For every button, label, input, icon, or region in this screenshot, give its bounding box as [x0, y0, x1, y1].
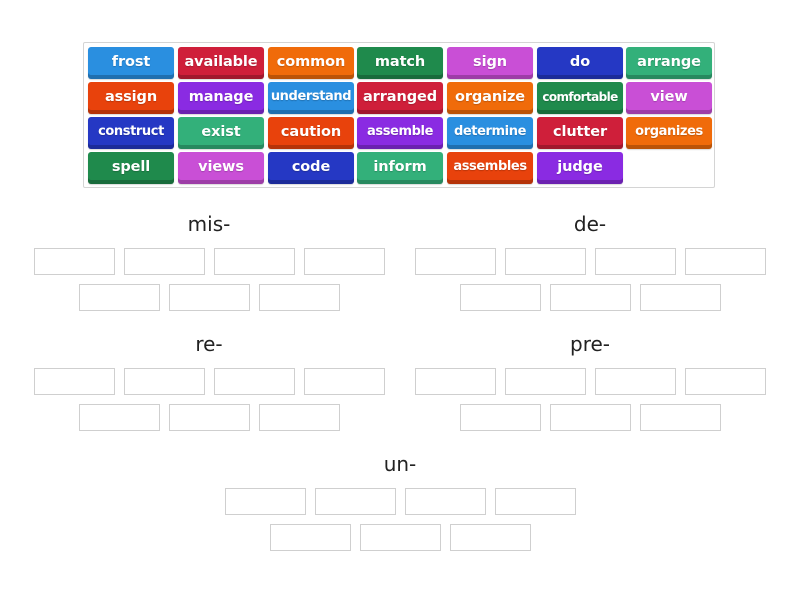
tile-label: assembles — [453, 159, 527, 174]
drop-slot-un[interactable] — [315, 488, 396, 515]
drop-slot-un[interactable] — [360, 524, 441, 551]
drop-slot-pre[interactable] — [505, 368, 586, 395]
tile-label: code — [291, 158, 331, 175]
word-tile[interactable]: code — [268, 152, 354, 184]
tile-label: organizes — [635, 124, 703, 139]
word-tile[interactable]: views — [178, 152, 264, 184]
word-tile[interactable]: exist — [178, 117, 264, 149]
drop-slot-de[interactable] — [460, 284, 541, 311]
drop-slot-un[interactable] — [495, 488, 576, 515]
tile-label: comfortable — [542, 89, 618, 104]
drop-slot-de[interactable] — [685, 248, 766, 275]
drop-slot-mis[interactable] — [124, 248, 205, 275]
drop-slot-mis[interactable] — [79, 284, 160, 311]
word-tile[interactable]: manage — [178, 82, 264, 114]
drop-slot-re[interactable] — [34, 368, 115, 395]
tile-label: frost — [111, 53, 151, 70]
word-tile[interactable]: assemble — [357, 117, 443, 149]
drop-slot-re[interactable] — [259, 404, 340, 431]
drop-slot-pre[interactable] — [595, 368, 676, 395]
word-tile[interactable]: assembles — [447, 152, 533, 184]
tile-label: construct — [98, 124, 164, 139]
drop-slot-mis[interactable] — [34, 248, 115, 275]
group-title-de: de- — [573, 212, 607, 236]
tile-label: manage — [188, 88, 254, 105]
tile-label: exist — [201, 123, 241, 140]
word-tile[interactable]: assign — [88, 82, 174, 114]
tile-label: spell — [111, 158, 151, 175]
tile-label: common — [276, 53, 346, 70]
word-tile[interactable]: organize — [447, 82, 533, 114]
word-tile[interactable]: understand — [268, 82, 354, 114]
drop-slot-re[interactable] — [79, 404, 160, 431]
drop-slot-mis[interactable] — [214, 248, 295, 275]
word-tile[interactable]: available — [178, 47, 264, 79]
drop-slot-un[interactable] — [405, 488, 486, 515]
word-tile[interactable]: common — [268, 47, 354, 79]
drop-slot-re[interactable] — [214, 368, 295, 395]
tile-label: organize — [454, 88, 526, 105]
word-tile[interactable]: construct — [88, 117, 174, 149]
drop-slot-de[interactable] — [640, 284, 721, 311]
drop-slot-pre[interactable] — [415, 368, 496, 395]
drop-slot-mis[interactable] — [169, 284, 250, 311]
group-title-mis: mis- — [187, 212, 231, 236]
tile-label: sign — [473, 53, 507, 70]
tile-label: views — [198, 158, 244, 175]
word-tile[interactable]: sign — [447, 47, 533, 79]
drop-slot-pre[interactable] — [685, 368, 766, 395]
word-tile[interactable]: organizes — [626, 117, 712, 149]
drop-slot-pre[interactable] — [460, 404, 541, 431]
tile-label: inform — [373, 158, 427, 175]
drop-slot-de[interactable] — [505, 248, 586, 275]
tile-label: judge — [557, 158, 603, 175]
drop-slot-de[interactable] — [550, 284, 631, 311]
word-tile[interactable]: spell — [88, 152, 174, 184]
drop-slot-un[interactable] — [225, 488, 306, 515]
word-tile[interactable]: match — [357, 47, 443, 79]
drop-slot-de[interactable] — [415, 248, 496, 275]
tile-label: understand — [270, 89, 352, 104]
tile-label: clutter — [552, 123, 608, 140]
tile-label: arranged — [363, 88, 437, 105]
drop-slot-mis[interactable] — [304, 248, 385, 275]
tile-label: assign — [104, 88, 158, 105]
word-tile[interactable]: arrange — [626, 47, 712, 79]
word-tile[interactable]: clutter — [537, 117, 623, 149]
tile-label: view — [650, 88, 688, 105]
drop-slot-re[interactable] — [304, 368, 385, 395]
tile-label: do — [569, 53, 591, 70]
word-tray: frost available common match sign do arr… — [83, 42, 715, 188]
drop-slot-pre[interactable] — [640, 404, 721, 431]
group-title-pre: pre- — [570, 332, 610, 356]
word-tile[interactable]: caution — [268, 117, 354, 149]
drop-slot-re[interactable] — [169, 404, 250, 431]
group-title-un: un- — [383, 452, 417, 476]
word-tile[interactable]: frost — [88, 47, 174, 79]
word-tile[interactable]: comfortable — [537, 82, 623, 114]
drop-slot-un[interactable] — [450, 524, 531, 551]
tile-label: assemble — [367, 124, 433, 139]
word-tile[interactable]: inform — [357, 152, 443, 184]
word-tile[interactable]: judge — [537, 152, 623, 184]
tile-label: available — [184, 53, 258, 70]
word-tile[interactable]: arranged — [357, 82, 443, 114]
tile-label: caution — [280, 123, 342, 140]
tile-label: arrange — [637, 53, 701, 70]
word-tile[interactable]: do — [537, 47, 623, 79]
word-tile[interactable]: view — [626, 82, 712, 114]
drop-slot-mis[interactable] — [259, 284, 340, 311]
drop-slot-un[interactable] — [270, 524, 351, 551]
tile-label: match — [374, 53, 426, 70]
drop-slot-de[interactable] — [595, 248, 676, 275]
tile-label: determine — [453, 124, 527, 139]
drop-slot-pre[interactable] — [550, 404, 631, 431]
group-title-re: re- — [195, 332, 223, 356]
word-tile[interactable]: determine — [447, 117, 533, 149]
drop-slot-re[interactable] — [124, 368, 205, 395]
